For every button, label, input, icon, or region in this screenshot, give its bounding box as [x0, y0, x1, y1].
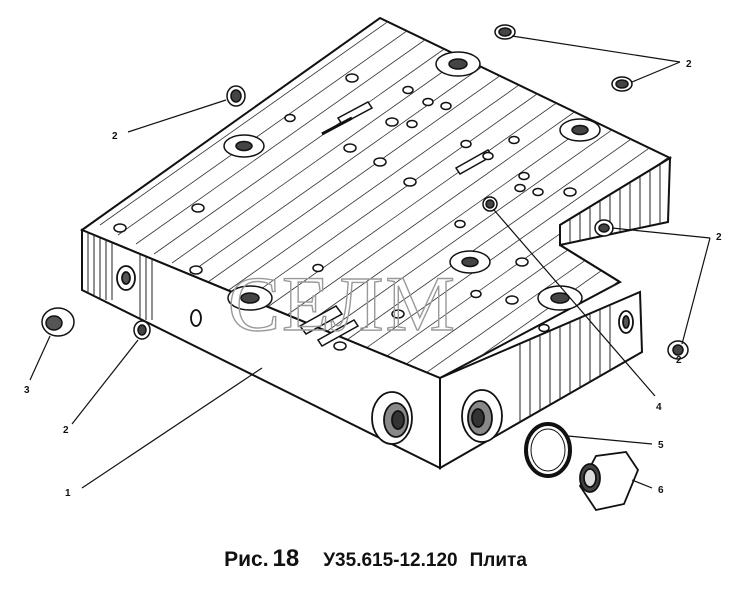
small-hole	[373, 157, 387, 167]
plate-top-hatching	[99, 18, 670, 378]
plug-screw	[594, 219, 614, 237]
threaded-port	[371, 391, 413, 445]
plug-screw	[494, 24, 516, 40]
slot	[336, 101, 374, 125]
small-hole	[482, 151, 494, 161]
figure-caption: Рис.18 У35.615-12.120 Плита	[0, 545, 751, 573]
callout-2: 2	[676, 355, 682, 366]
base-plate	[79, 16, 673, 470]
small-hole	[191, 203, 205, 213]
callout-2: 2	[686, 59, 692, 70]
small-hole	[284, 113, 296, 123]
small-hole	[312, 263, 324, 273]
large-port	[559, 118, 601, 142]
threaded-port	[461, 389, 503, 443]
part-name: Плита	[469, 550, 527, 571]
slot	[298, 305, 344, 335]
small-hole	[470, 289, 482, 299]
plug-screw	[226, 85, 246, 107]
exploded-view-drawing: СЕЛМ 1 2 2 2 2 2 3 4 5 6	[24, 16, 722, 512]
callout-3: 3	[24, 385, 30, 396]
small-hole	[113, 223, 127, 233]
small-hole	[440, 101, 452, 111]
figure-label: Рис.	[224, 548, 269, 571]
small-hole	[454, 219, 466, 229]
large-port	[223, 134, 265, 158]
plug-screw	[667, 340, 689, 360]
leader-lines	[29, 35, 711, 489]
callout-2: 2	[112, 131, 118, 142]
plate-side-ports	[116, 265, 634, 445]
small-hole	[189, 265, 203, 275]
slot	[321, 116, 353, 136]
callout-2: 2	[716, 232, 722, 243]
large-port	[435, 51, 481, 77]
plate-back-face	[559, 156, 672, 247]
plate-top-features	[113, 51, 601, 351]
watermark: СЕЛМ	[228, 260, 457, 347]
small-hole	[406, 119, 418, 129]
small-hole	[515, 257, 529, 267]
set-screw	[482, 196, 498, 212]
small-hole	[343, 143, 357, 153]
small-hole	[532, 187, 544, 197]
small-hole	[345, 73, 359, 83]
small-hole	[422, 97, 434, 107]
small-hole	[518, 171, 530, 181]
small-hole	[402, 85, 414, 95]
small-hole	[460, 139, 472, 149]
small-hole	[508, 135, 520, 145]
hex-plug	[578, 451, 640, 512]
small-hole	[385, 117, 399, 127]
side-port	[116, 265, 136, 291]
side-port	[618, 310, 634, 334]
callout-4: 4	[656, 402, 662, 413]
large-port	[227, 285, 273, 311]
small-hole	[563, 187, 577, 197]
small-hole	[538, 323, 550, 333]
callout-1: 1	[65, 488, 71, 499]
large-port	[449, 250, 491, 274]
callout-2: 2	[63, 425, 69, 436]
callout-5: 5	[658, 440, 664, 451]
plug-screw	[611, 76, 633, 92]
side-port	[190, 309, 202, 327]
slot	[316, 319, 360, 347]
threaded-plug	[41, 307, 75, 337]
large-port	[537, 285, 583, 311]
small-hole	[333, 341, 347, 351]
o-ring	[524, 422, 572, 478]
plug-screws	[133, 24, 689, 360]
plate-left-hatching	[87, 230, 153, 320]
callout-6: 6	[658, 485, 664, 496]
small-hole	[403, 177, 417, 187]
small-hole	[514, 183, 526, 193]
plug-screw	[133, 320, 151, 340]
figure-number: 18	[272, 545, 300, 572]
small-hole	[505, 295, 519, 305]
small-hole	[391, 309, 405, 319]
part-code: У35.615-12.120	[323, 550, 458, 571]
callouts: 1 2 2 2 2 2 3 4 5 6	[24, 59, 722, 499]
